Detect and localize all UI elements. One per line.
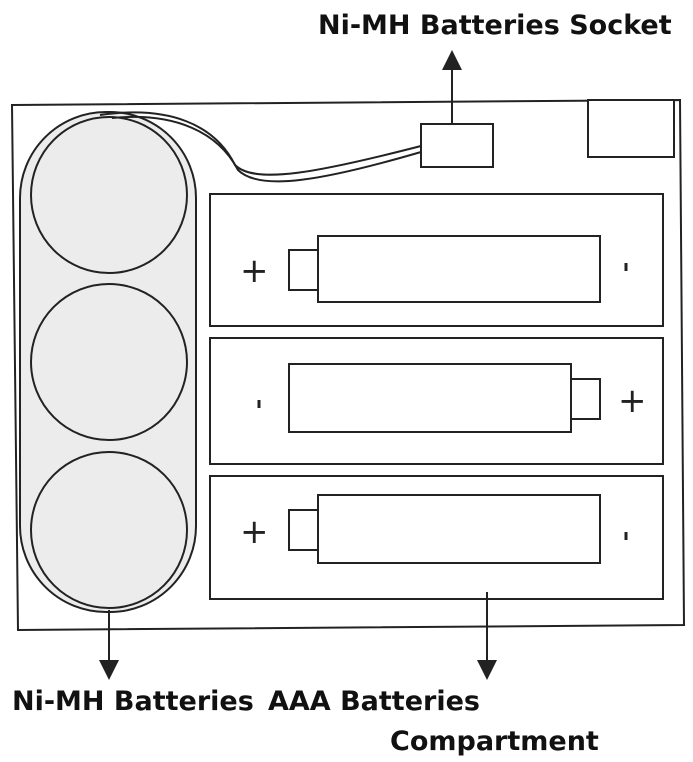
nimh-cell-middle — [30, 283, 188, 441]
nimh-batteries-label: Ni-MH Batteries — [12, 686, 254, 717]
nimh-cell-bottom — [30, 451, 188, 609]
plus-sign-bottom: + — [240, 512, 269, 552]
plus-sign-middle: + — [618, 381, 647, 421]
aaa-battery-bottom: + — [240, 494, 628, 564]
socket-wire-2 — [111, 116, 422, 183]
housing-outline — [10, 98, 686, 632]
plus-sign-top: + — [240, 251, 269, 291]
aaa-battery-bottom-body — [317, 494, 601, 564]
aaa-battery-top: + — [240, 235, 628, 303]
aaa-battery-bottom-terminal — [288, 509, 319, 551]
aaa-batteries-label: AAA Batteries — [268, 686, 480, 717]
top-right-component — [587, 99, 675, 158]
aaa-battery-top-terminal — [288, 249, 319, 291]
aaa-battery-top-body — [317, 235, 601, 303]
aaa-compartment: + + + — [209, 193, 664, 600]
aaa-battery-middle-terminal — [570, 378, 601, 420]
compartment-label: Compartment — [390, 726, 599, 757]
aaa-battery-middle: + — [257, 363, 647, 433]
aaa-battery-middle-body — [288, 363, 572, 433]
socket-label: Ni-MH Batteries Socket — [318, 10, 672, 41]
nimh-cell-top — [30, 116, 188, 274]
nimh-battery-pack — [19, 111, 197, 613]
nimh-socket — [420, 123, 494, 168]
